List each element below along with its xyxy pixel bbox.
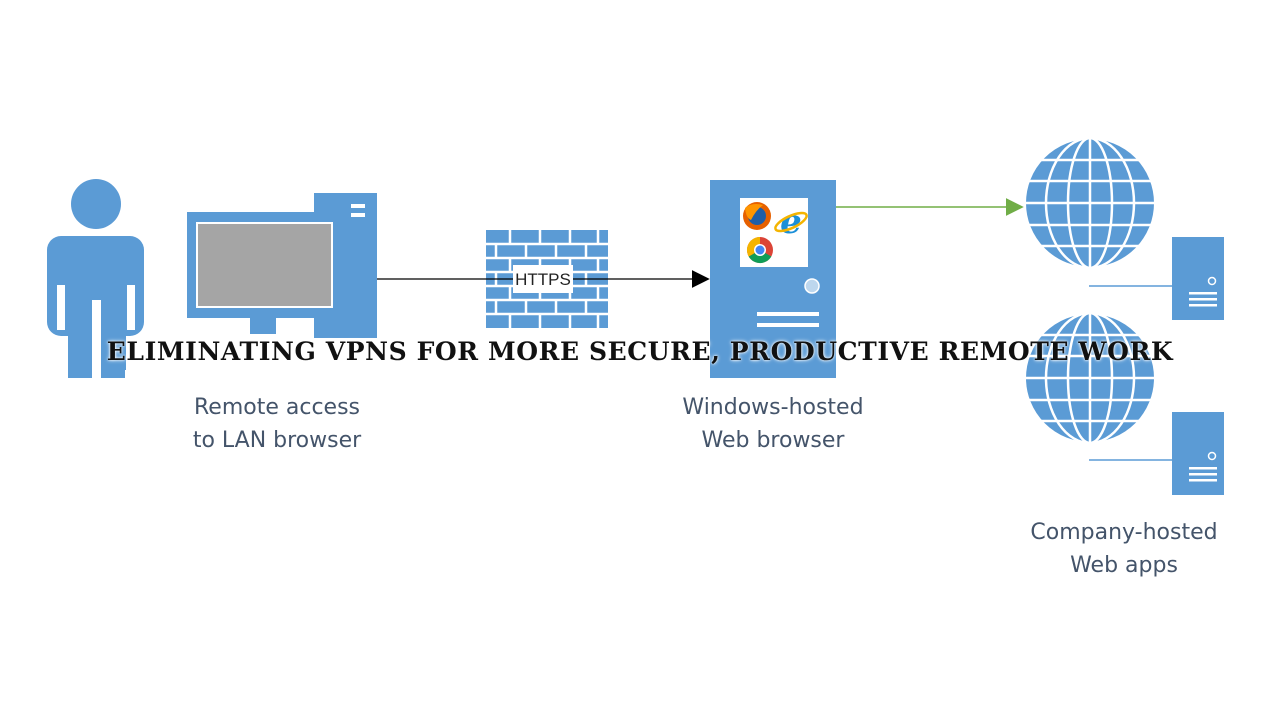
client-caption-line1: Remote access	[193, 395, 360, 420]
https-label-box	[513, 265, 573, 293]
server-icon	[710, 180, 836, 378]
server-caption-line1: Windows-hosted	[682, 395, 864, 420]
user-icon	[47, 179, 144, 378]
server-caption-line2: Web browser	[701, 428, 845, 453]
web-server-icon	[1172, 412, 1224, 495]
desktop-computer-icon	[187, 193, 377, 338]
client-caption-line2: to LAN browser	[192, 428, 362, 453]
apps-caption-line1: Company-hosted	[1030, 520, 1218, 545]
svg-text:e: e	[780, 202, 802, 242]
internet-explorer-logo: e	[774, 202, 808, 242]
apps-caption-line2: Web apps	[1070, 553, 1178, 578]
client-caption: Remote access to LAN browser	[152, 391, 402, 457]
globe-icon	[1024, 312, 1156, 444]
banner-title: ELIMINATING VPNS FOR MORE SECURE, PRODUC…	[106, 336, 1174, 366]
web-server-icon	[1172, 237, 1224, 320]
https-label: HTTPS	[515, 270, 571, 289]
server-caption: Windows-hosted Web browser	[648, 391, 898, 457]
firefox-logo	[743, 202, 771, 230]
globe-icon	[1024, 137, 1156, 269]
apps-caption: Company-hosted Web apps	[1004, 516, 1244, 582]
chrome-logo	[746, 236, 773, 264]
